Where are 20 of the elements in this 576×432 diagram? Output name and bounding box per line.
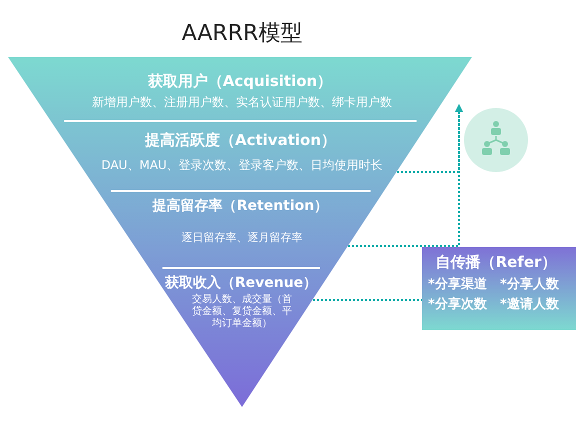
box-item: *分享渠道: [428, 276, 488, 293]
box-item: *分享次数: [428, 296, 488, 313]
funnel-band: [148, 267, 334, 407]
band-text: DAU、MAU、登录次数、登录客户数、日均使用时长: [100, 158, 384, 172]
refer-box: [422, 247, 576, 330]
band-heading: 提高活跃度（Activation）: [144, 131, 337, 150]
box-item: *分享人数: [500, 276, 560, 293]
title: AARRR模型: [180, 20, 304, 48]
band-text: 逐日留存率、逐月留存率: [180, 231, 304, 244]
box-heading: 自传播（Refer）: [434, 253, 558, 272]
band-heading: 提高留存率（Retention）: [151, 197, 330, 215]
funnel-band: [8, 57, 472, 120]
band-text: 交易人数、成交量（首贷金额、复贷金额、平均订单金额）: [192, 294, 292, 330]
band-heading: 获取收入（Revenue）: [164, 274, 318, 292]
dotted-arrow: [348, 104, 463, 247]
box-item: *邀请人数: [500, 296, 560, 313]
funnel-band: [96, 190, 385, 267]
band-text: 新增用户数、注册用户数、实名认证用户数、绑卡用户数: [91, 95, 393, 109]
band-heading: 获取用户（Acquisition）: [146, 72, 334, 91]
funnel-band: [50, 120, 431, 190]
